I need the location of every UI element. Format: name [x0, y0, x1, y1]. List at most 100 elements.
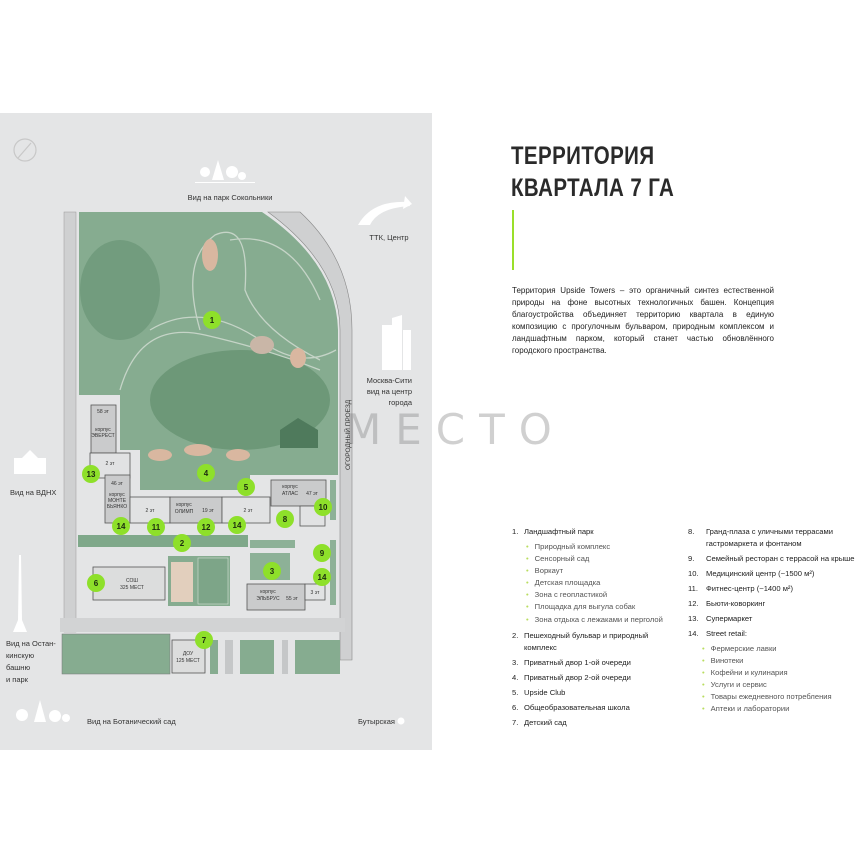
- marker-9[interactable]: 9: [313, 544, 331, 562]
- building-elbrus[interactable]: [246, 583, 306, 611]
- legend-left: 1.Ландшафтный парк • Природный комплекс • Се…: [512, 526, 682, 732]
- marker-number: 8: [283, 515, 288, 524]
- marker-circle: [197, 464, 215, 482]
- legend-subitem: •Товары ежедневного потребления: [688, 691, 864, 703]
- garden-patch: [184, 444, 212, 456]
- floors-label: 2 эт: [106, 461, 116, 467]
- marker-number: 11: [152, 523, 161, 532]
- marker-13[interactable]: 13: [82, 465, 100, 483]
- marker-14[interactable]: 14: [313, 568, 331, 586]
- legend-subitem: •Винотеки: [688, 655, 864, 667]
- marker-circle: [195, 631, 213, 649]
- monte-floors: 46 эт: [111, 481, 123, 487]
- school[interactable]: [92, 566, 166, 601]
- legend-subitem-label: Зона отдыха с лежаками и перголой: [534, 614, 663, 624]
- marker-12[interactable]: 12: [197, 518, 215, 536]
- marker-10[interactable]: 10: [314, 498, 332, 516]
- highway-icon: [358, 196, 412, 225]
- legend-item: 12. Бьюти-коворкинг: [688, 598, 864, 610]
- garden-patch: [148, 449, 172, 461]
- building-2-floor[interactable]: [129, 496, 171, 524]
- marker-6[interactable]: 6: [87, 574, 105, 592]
- legend-subitem: •Зона отдыха с лежаками и перголой: [512, 614, 682, 626]
- legend-subitem-label: Сенсорный сад: [534, 554, 590, 564]
- marker-number: 9: [320, 549, 325, 558]
- bullet-icon: •: [702, 680, 705, 690]
- building-2-floor[interactable]: [221, 496, 271, 524]
- legend-subitem: •Кофейни и кулинария: [688, 667, 864, 679]
- building-monte-bianco[interactable]: [104, 474, 131, 524]
- legend-item: 13. Супермаркет: [688, 613, 864, 625]
- legend-subitem-label: Детская площадка: [534, 578, 601, 588]
- monte-sub: корпус: [109, 492, 125, 498]
- road-south: [60, 618, 345, 632]
- green-block: [295, 640, 340, 674]
- marker-1[interactable]: 1: [203, 311, 221, 329]
- marker-4[interactable]: 4: [197, 464, 215, 482]
- marker-5[interactable]: 5: [237, 478, 255, 496]
- legend-item: 4.Приватный двор 2-ой очереди: [512, 672, 682, 684]
- floors-label: 3 эт: [311, 590, 321, 596]
- legend-item: 5.Upside Club: [512, 687, 682, 699]
- road-east: [267, 211, 353, 661]
- bullet-icon: •: [526, 554, 529, 564]
- kindergarten-label: ДОУ: [183, 651, 194, 657]
- legend-number: 9.: [688, 554, 695, 563]
- legend-number: 11.: [688, 584, 698, 593]
- green-strip: [330, 540, 336, 605]
- bullet-icon: •: [702, 644, 705, 653]
- geoplastic-zone: [250, 336, 274, 354]
- legend-label: Бьюти-коворкинг: [706, 599, 766, 608]
- building-3-floor[interactable]: [304, 583, 326, 601]
- view-vdnh-label: Вид на ВДНХ: [10, 488, 56, 497]
- legend-item: 10.Медицинский центр (~1500 м²): [688, 568, 864, 580]
- legend-number: 5.: [512, 687, 519, 697]
- marker-8[interactable]: 8: [276, 510, 294, 528]
- marker-circle: [197, 518, 215, 536]
- view-ostankino-label: Вид на Остан-: [6, 639, 56, 648]
- marker-7[interactable]: 7: [195, 631, 213, 649]
- marker-2[interactable]: 2: [173, 534, 191, 552]
- building-everest[interactable]: [90, 404, 117, 454]
- marker-circle: [263, 562, 281, 580]
- park-lawn: [150, 350, 330, 450]
- legend-number: 7.: [512, 717, 519, 727]
- page-title: ТЕРРИТОРИЯ КВАРТАЛА 7 ГА: [511, 140, 674, 204]
- legend-subitem-label: Услуги и сервис: [710, 680, 767, 690]
- marker-circle: [112, 517, 130, 535]
- pavilion: [280, 418, 318, 448]
- rest-zone: [290, 348, 306, 368]
- view-city-label-3: города: [389, 398, 413, 407]
- elbrus-floors: 55 эт: [286, 596, 298, 602]
- bullet-icon: •: [526, 566, 529, 576]
- legend-label: Приватный двор 1-ой очереди: [524, 657, 631, 667]
- legend-subitem-label: Аптеки и лаборатории: [710, 704, 790, 714]
- view-ostankino-label-2: кинскую: [6, 651, 34, 660]
- legend-item: 9. Семейный ресторан с террасой на крыше: [688, 553, 864, 565]
- elbrus-sub: корпус: [260, 589, 276, 595]
- legend-label: Общеобразовательная школа: [524, 702, 630, 712]
- trees-icon: [195, 160, 255, 183]
- green-strip: [330, 480, 336, 520]
- legend-subitem-label: Винотеки: [710, 656, 744, 666]
- marker-14[interactable]: 14: [228, 516, 246, 534]
- legend-label: Супермаркет: [706, 614, 753, 623]
- olimp-sub: корпус: [176, 502, 192, 508]
- legend-subitem-label: Зона с геопластикой: [534, 590, 608, 600]
- bullet-icon: •: [702, 704, 705, 714]
- green-block: [282, 640, 288, 674]
- legend-number: 4.: [512, 672, 519, 682]
- olimp-label: ОЛИМП: [175, 509, 194, 515]
- legend-number: 12.: [688, 599, 699, 608]
- marker-14[interactable]: 14: [112, 517, 130, 535]
- legend-number: 14.: [688, 629, 699, 638]
- legend-subitem-label: Площадка для выгула собак: [534, 602, 636, 612]
- marker-3[interactable]: 3: [263, 562, 281, 580]
- legend-number: 13.: [688, 614, 699, 623]
- football-field: [197, 557, 229, 605]
- legend-subitem-label: Природный комплекс: [534, 542, 611, 551]
- legend-item: 1.Ландшафтный парк: [512, 526, 682, 538]
- marker-11[interactable]: 11: [147, 518, 165, 536]
- building-olimp[interactable]: [169, 496, 223, 524]
- legend-label: Семейный ресторан с террасой на крыше: [706, 554, 855, 563]
